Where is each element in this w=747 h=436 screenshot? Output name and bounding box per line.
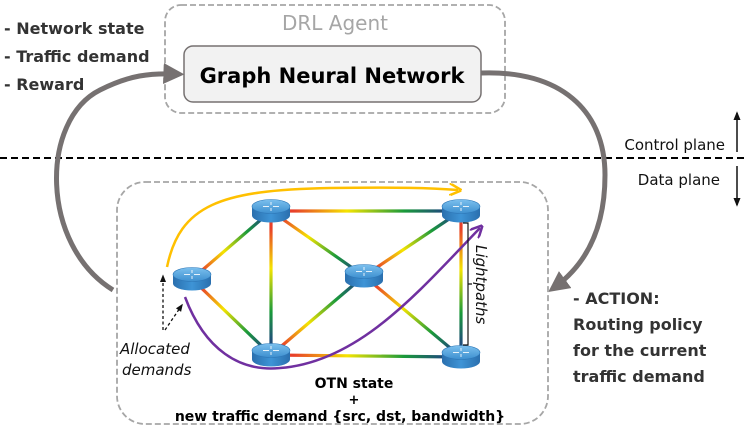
action-line-2: Routing policy (573, 315, 703, 334)
link-top-left-to-middle (270, 209, 365, 278)
link-bottom-left-to-middle (269, 274, 366, 357)
state-feedback-arrow (54, 63, 185, 293)
allocated-demand-yellow (165, 188, 458, 268)
otn-plus-label: + (349, 393, 360, 408)
allocated-demands-label-line2: demands (122, 361, 192, 379)
link-bottom-left-to-bottom-right (270, 353, 462, 359)
link-left-to-top-left (190, 209, 273, 281)
drl-agent-label: DRL Agent (282, 11, 388, 35)
otn-state-label: OTN state (315, 376, 394, 392)
router-middle-icon[interactable] (344, 264, 384, 288)
action-line-4: traffic demand (573, 367, 705, 386)
input-traffic-demand: - Traffic demand (4, 47, 150, 66)
data-plane-label: Data plane (638, 171, 720, 189)
agent-inputs-list: - Network state - Traffic demand - Rewar… (4, 19, 150, 94)
allocated-demand-purple (183, 228, 480, 370)
new-traffic-demand-label: new traffic demand {src, dst, bandwidth} (175, 409, 505, 425)
network-routers (172, 199, 481, 369)
link-middle-to-bottom-right (362, 274, 463, 359)
action-description: - ACTION: Routing policy for the current… (573, 289, 707, 386)
allocated-demands-label-line1: Allocated (119, 340, 190, 358)
router-top-right-icon[interactable] (441, 199, 481, 223)
allocated-pointer-diag (164, 303, 183, 331)
lightpaths-bracket (463, 222, 472, 346)
network-links (190, 209, 463, 359)
input-network-state: - Network state (4, 19, 145, 38)
input-reward: - Reward (4, 75, 84, 94)
gnn-label: Graph Neural Network (200, 64, 466, 88)
router-bottom-left-icon[interactable] (251, 343, 291, 367)
link-middle-to-top-right (363, 209, 462, 278)
link-left-to-bottom-left (190, 277, 273, 357)
router-left-icon[interactable] (172, 267, 212, 291)
action-line-3: for the current (573, 341, 707, 360)
lightpaths-label: Lightpaths (472, 245, 490, 325)
drl-agent-dashed-frame (164, 4, 506, 114)
action-arrow (480, 70, 608, 292)
control-plane-label: Control plane (624, 136, 725, 154)
action-line-1: - ACTION: (573, 289, 660, 308)
router-bottom-right-icon[interactable] (441, 345, 481, 369)
router-top-left-icon[interactable] (251, 199, 291, 223)
